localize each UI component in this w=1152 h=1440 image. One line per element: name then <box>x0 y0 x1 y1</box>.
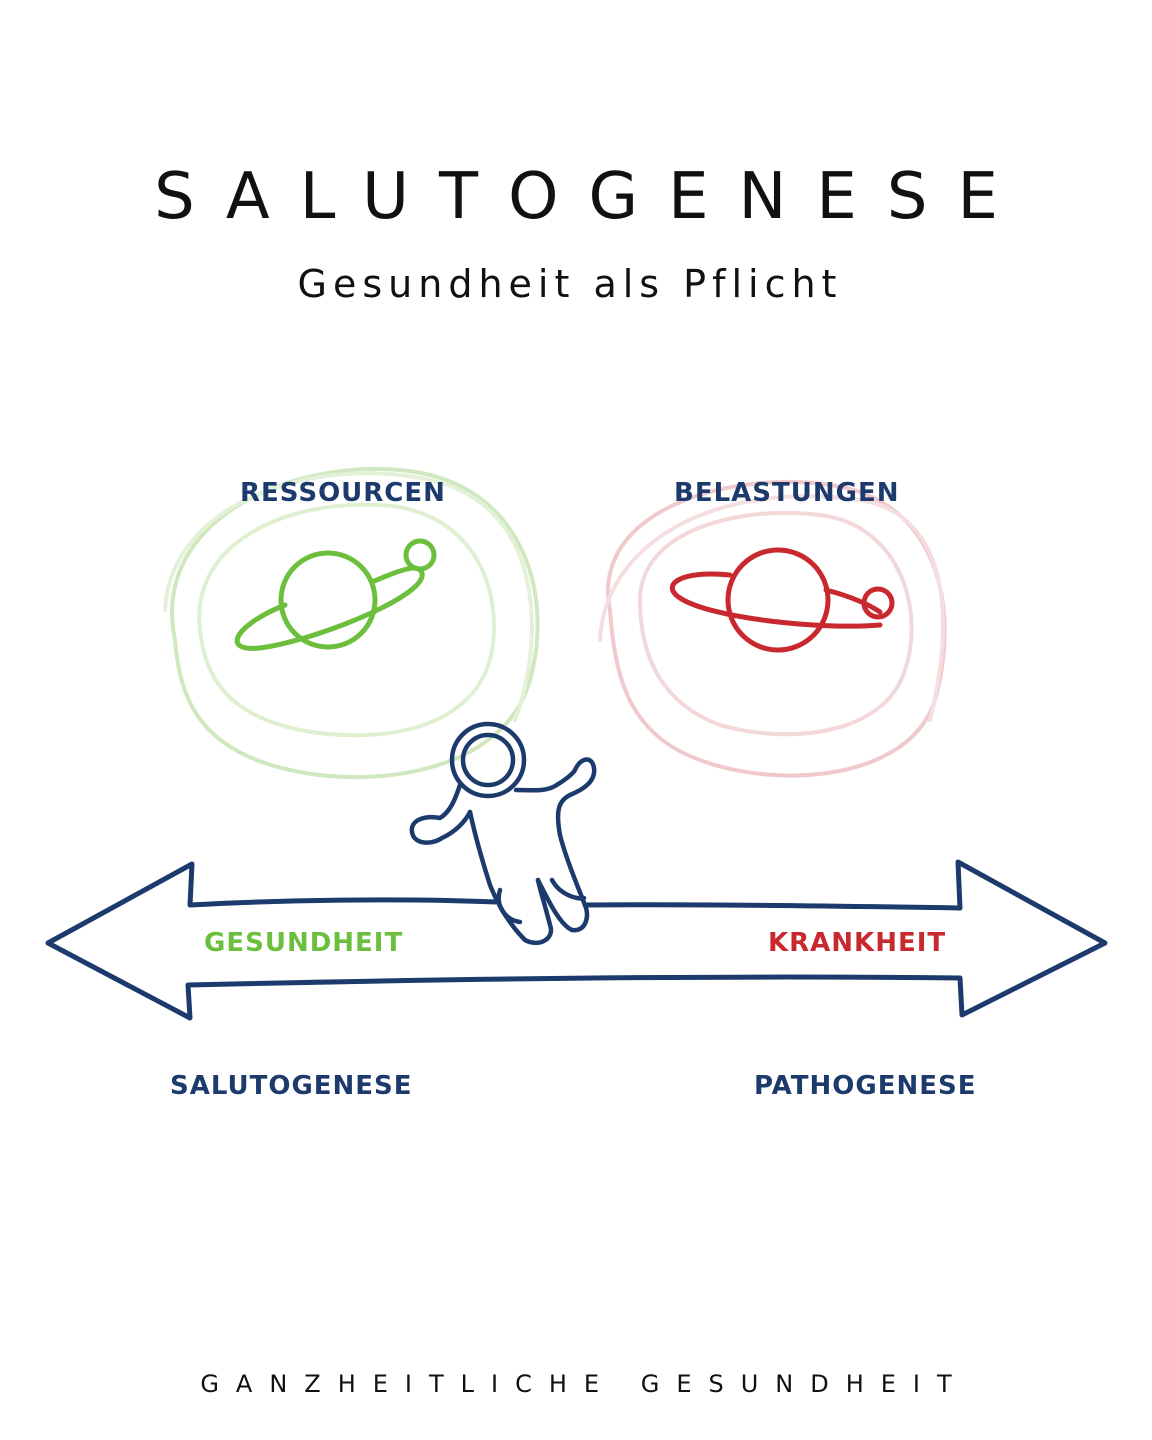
pathogenesis-label: PATHOGENESE <box>754 1071 977 1101</box>
green-halo-icon <box>163 467 540 780</box>
salutogenesis-label: SALUTOGENESE <box>170 1071 413 1101</box>
stressors-label: BELASTUNGEN <box>674 478 900 508</box>
green-planet-icon <box>234 538 437 651</box>
health-label: GESUNDHEIT <box>204 928 404 958</box>
page-subtitle: Gesundheit als Pflicht <box>297 262 843 306</box>
double-arrow-icon <box>45 859 1108 1021</box>
astronaut-icon <box>409 721 597 946</box>
footer-text: GANZHEITLICHE GESUNDHEIT <box>200 1370 969 1398</box>
resources-label: RESSOURCEN <box>240 478 446 508</box>
red-halo-icon <box>598 480 947 778</box>
page-title: SALUTOGENESE <box>154 160 1028 234</box>
red-planet-icon <box>670 547 895 653</box>
illness-label: KRANKHEIT <box>768 928 947 958</box>
